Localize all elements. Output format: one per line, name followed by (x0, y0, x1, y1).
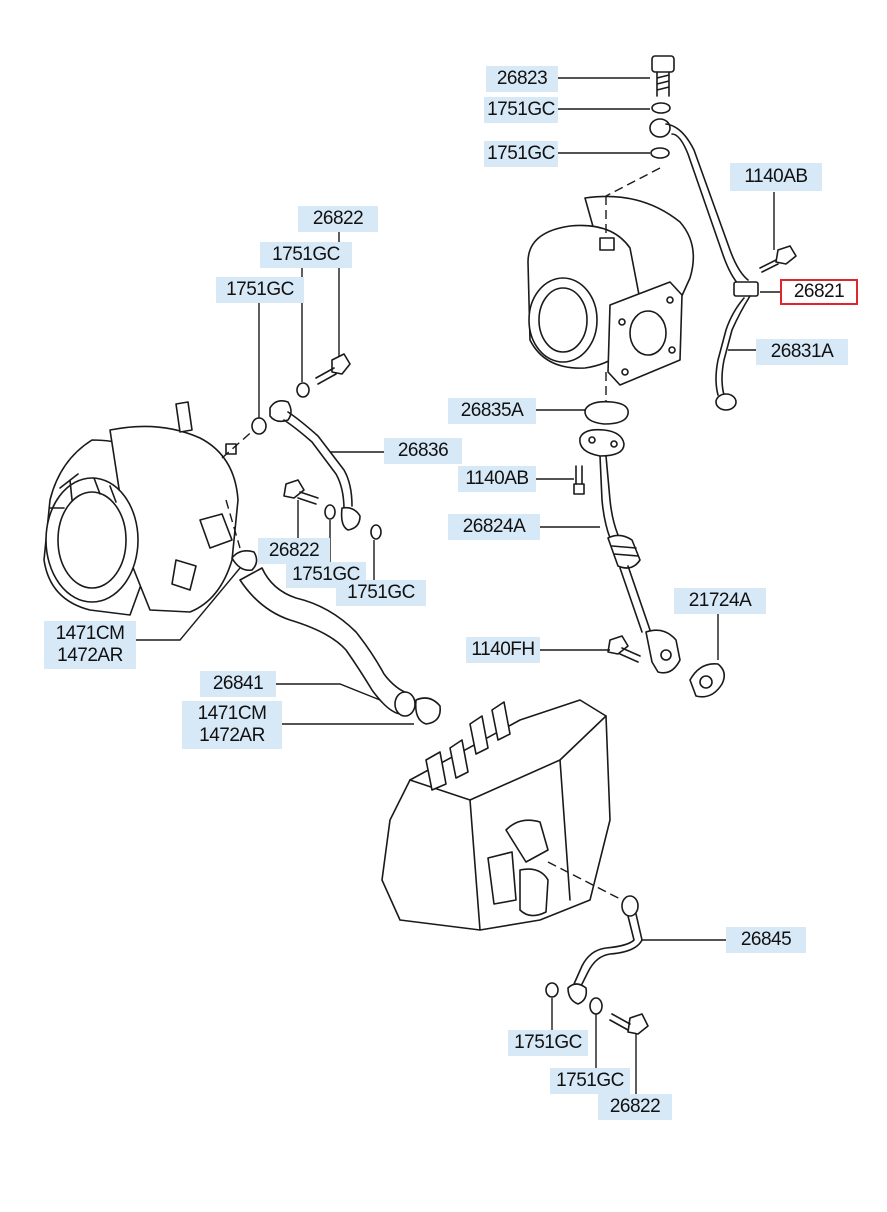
label-1472ar: 1472AR (57, 645, 123, 666)
bolt-1140ab-top (759, 245, 797, 273)
label-1751gc[interactable]: 1751GC (550, 1068, 630, 1094)
turbocharger (527, 195, 695, 386)
label-1140fh[interactable]: 1140FH (466, 637, 540, 663)
label-26836[interactable]: 26836 (384, 438, 462, 464)
label-26831a[interactable]: 26831A (756, 339, 848, 365)
label-26822[interactable]: 26822 (258, 538, 330, 564)
label-1751gc[interactable]: 1751GC (336, 580, 426, 606)
label-1471cm: 1471CM (197, 703, 267, 724)
label-1751gc[interactable]: 1751GC (216, 277, 304, 303)
label-21724a[interactable]: 21724A (674, 588, 766, 614)
label-26845[interactable]: 26845 (726, 927, 806, 953)
bolt-1140fh (607, 635, 641, 663)
label-26835a[interactable]: 26835A (448, 398, 536, 424)
label-26822[interactable]: 26822 (598, 1094, 672, 1120)
label-1471cm: 1471CM (55, 623, 125, 644)
label-1751gc[interactable]: 1751GC (484, 141, 558, 167)
label-1751gc[interactable]: 1751GC (484, 97, 558, 123)
label-1472ar: 1472AR (199, 725, 265, 746)
label-26821-selected[interactable]: 26821 (780, 279, 858, 305)
label-1140ab[interactable]: 1140AB (458, 466, 536, 492)
bolt-26822-mid (283, 479, 319, 505)
banjo-bolt-26823 (651, 55, 675, 97)
label-1471cm-1472ar[interactable]: 1471CM 1472AR (44, 621, 136, 669)
label-26841[interactable]: 26841 (200, 671, 276, 697)
label-1140ab[interactable]: 1140AB (730, 163, 822, 191)
label-1471cm-1472ar[interactable]: 1471CM 1472AR (182, 701, 282, 749)
label-26823[interactable]: 26823 (486, 66, 558, 92)
bolt-26822-bottom (609, 1013, 649, 1035)
bolt-26822-left (315, 353, 351, 385)
label-26822[interactable]: 26822 (298, 206, 378, 232)
label-26824a[interactable]: 26824A (448, 514, 540, 540)
alternator (43, 401, 239, 616)
label-1751gc[interactable]: 1751GC (260, 242, 352, 268)
label-1751gc[interactable]: 1751GC (508, 1030, 588, 1056)
bolt-1140ab-mid (573, 465, 585, 495)
injection-pump (381, 699, 611, 931)
